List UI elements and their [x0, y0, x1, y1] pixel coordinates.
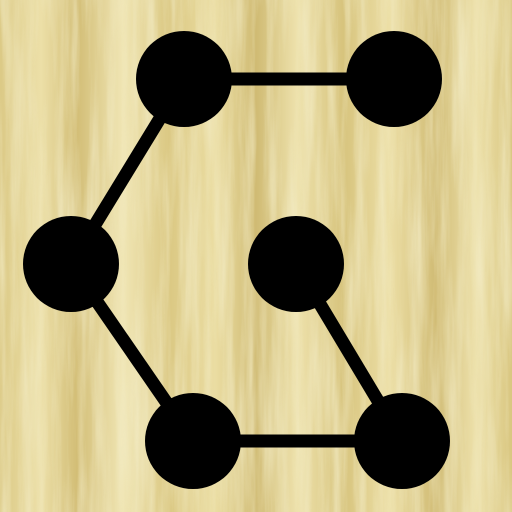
node-top-right[interactable]: [346, 31, 442, 127]
nodes-layer: [23, 31, 450, 489]
node-top-left[interactable]: [136, 31, 232, 127]
node-bottom-left[interactable]: [145, 393, 241, 489]
node-middle-left[interactable]: [23, 216, 119, 312]
node-bottom-right[interactable]: [354, 393, 450, 489]
node-center[interactable]: [248, 216, 344, 312]
